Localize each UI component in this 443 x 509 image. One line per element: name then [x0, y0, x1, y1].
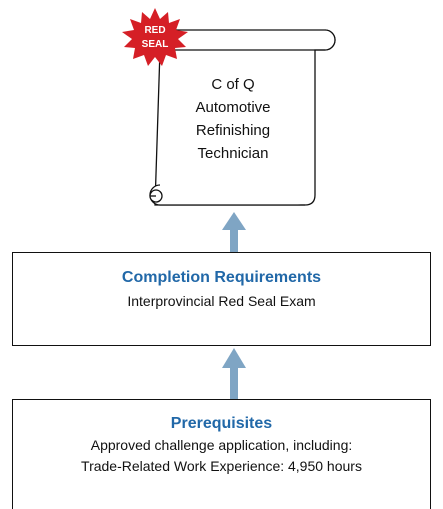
- arrow-up-prerequisites: [222, 348, 246, 400]
- red-seal-label: RED SEAL: [130, 24, 180, 52]
- certificate-title-line: Technician: [197, 145, 269, 162]
- certificate-title: C of Q Automotive Refinishing Technician: [158, 73, 308, 165]
- completion-requirement-item: Interprovincial Red Seal Exam: [127, 293, 316, 309]
- certificate-title-line: Refinishing: [195, 122, 271, 139]
- prerequisite-item: Trade-Related Work Experience: 4,950 hou…: [81, 458, 362, 474]
- certificate-title-line: C of Q: [211, 76, 255, 93]
- completion-requirements-box: Completion Requirements Interprovincial …: [12, 252, 431, 346]
- arrow-up-completion: [222, 212, 246, 254]
- certificate-title-line: Automotive: [195, 99, 271, 116]
- seal-line-2: SEAL: [141, 39, 169, 50]
- completion-requirements-heading: Completion Requirements: [121, 269, 322, 286]
- red-seal-badge: [122, 8, 188, 66]
- seal-line-1: RED: [144, 25, 166, 36]
- certificate-scroll: [149, 29, 336, 206]
- prerequisites-heading: Prerequisites: [170, 415, 273, 432]
- prerequisites-box: Prerequisites Approved challenge applica…: [12, 399, 431, 509]
- prerequisite-item: Approved challenge application, includin…: [90, 437, 353, 453]
